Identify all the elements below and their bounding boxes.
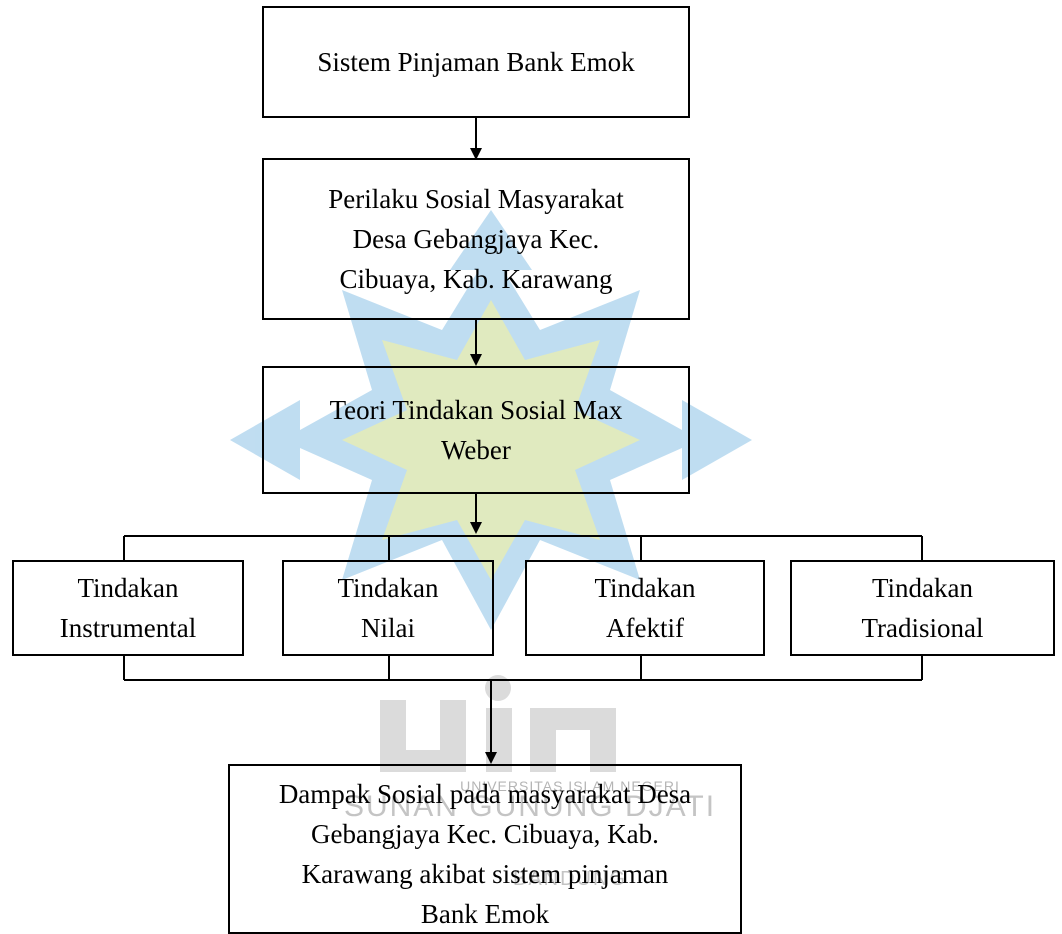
watermark-u-bottom	[380, 750, 466, 772]
node-weber-theory-label: Teori Tindakan Sosial Max Weber	[329, 395, 623, 465]
node-loan-system: Sistem Pinjaman Bank Emok	[262, 6, 690, 118]
node-social-impact-label: Dampak Sosial pada masyarakat Desa Geban…	[278, 779, 692, 929]
watermark-n-left	[530, 708, 556, 772]
node-affective-action-label: Tindakan Afektif	[594, 573, 696, 643]
watermark-u-right	[440, 700, 466, 770]
node-value-action-label: Tindakan Nilai	[337, 573, 439, 643]
node-traditional-action: Tindakan Tradisional	[790, 560, 1055, 656]
node-traditional-action-label: Tindakan Tradisional	[861, 573, 984, 643]
watermark-star-outer-top	[450, 210, 532, 270]
watermark-star-green	[342, 300, 640, 580]
node-instrumental-action: Tindakan Instrumental	[12, 560, 244, 656]
watermark-star-outer-left	[230, 400, 300, 480]
node-social-impact: Dampak Sosial pada masyarakat Desa Geban…	[228, 764, 742, 934]
node-affective-action: Tindakan Afektif	[525, 560, 765, 656]
watermark-star-outer-right	[682, 400, 752, 480]
watermark-n-right	[590, 708, 616, 772]
watermark-university-name: SUNAN GUNUNG DJATI	[343, 790, 717, 823]
node-social-behavior-label: Perilaku Sosial Masyarakat Desa Gebangja…	[328, 184, 624, 294]
watermark-n-top	[530, 708, 616, 730]
node-social-behavior: Perilaku Sosial Masyarakat Desa Gebangja…	[262, 158, 690, 320]
node-loan-system-label: Sistem Pinjaman Bank Emok	[317, 47, 635, 77]
watermark-university-city: BANDUNG	[512, 868, 627, 890]
node-instrumental-action-label: Tindakan Instrumental	[59, 573, 197, 643]
node-value-action: Tindakan Nilai	[282, 560, 494, 656]
watermark-u-left	[380, 700, 406, 770]
node-weber-theory: Teori Tindakan Sosial Max Weber	[262, 366, 690, 494]
watermark-university-label: UNIVERSITAS ISLAM NEGERI	[460, 778, 680, 794]
